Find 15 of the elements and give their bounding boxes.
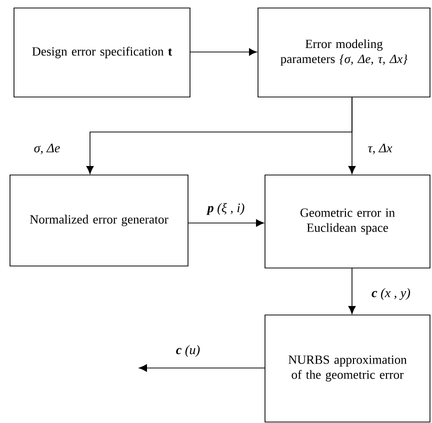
process-box: Design error specification t <box>14 8 190 98</box>
arrow <box>139 364 266 372</box>
process-box: Geometric error in Euclidean space <box>264 174 430 268</box>
process-box: Error modeling parameters {σ, Δe, τ, Δx} <box>258 8 430 98</box>
arrow <box>348 96 356 174</box>
process-box: NURBS approximation of the geometric error <box>264 314 430 422</box>
arrow <box>190 48 257 56</box>
edge-label: σ, Δe <box>32 142 62 156</box>
arrow <box>348 268 356 314</box>
process-box: Normalized error generator <box>10 174 188 266</box>
edge-label: c (u) <box>174 344 202 358</box>
edge-label: τ, Δx <box>366 142 394 156</box>
arrow <box>188 219 264 227</box>
edge-label: p (ξ , i) <box>206 202 246 216</box>
edge-label: c (x , y) <box>370 287 412 301</box>
